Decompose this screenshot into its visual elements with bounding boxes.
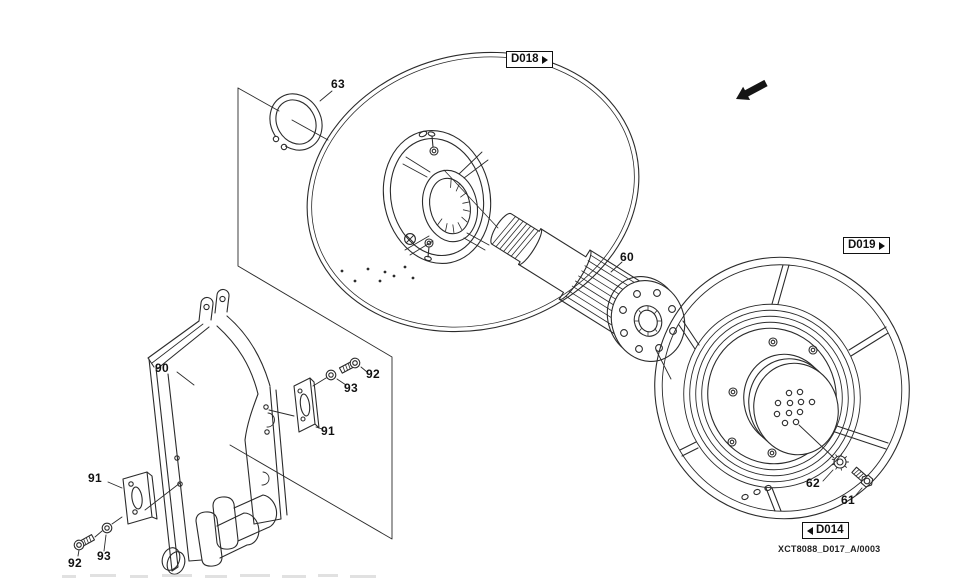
ref-box-label: D014 <box>816 524 844 536</box>
snap-ring-63 <box>269 90 333 151</box>
flywheel-disc <box>306 51 640 333</box>
part-number-label: 91 <box>88 471 102 485</box>
disc-face-dots <box>340 265 415 283</box>
ref-box-D014[interactable]: D014 <box>802 522 849 539</box>
reference-plane-outline <box>229 87 393 540</box>
part-number-label: 62 <box>806 476 820 490</box>
leader-61 <box>855 487 863 496</box>
leader-90 <box>176 371 195 386</box>
ref-box-D019[interactable]: D019 <box>843 237 890 254</box>
spline-bore-hatch <box>437 179 470 234</box>
part-number-label: 91 <box>321 424 335 438</box>
right-triangle-icon <box>878 241 885 250</box>
fan-wheel <box>654 256 910 520</box>
ref-box-D018[interactable]: D018 <box>506 51 553 68</box>
leaders-91-92-93-left <box>77 481 181 557</box>
leaders-91-92-93-right <box>268 366 368 430</box>
part-number-label: 61 <box>841 493 855 507</box>
figure-code: XCT8088_D017_A/0003 <box>778 544 881 554</box>
rim-holes <box>741 484 772 501</box>
part-number-label: 92 <box>366 367 380 381</box>
part-number-label: 90 <box>155 361 169 375</box>
ref-box-label: D018 <box>511 53 539 65</box>
wheel-spokes <box>678 264 889 512</box>
coupling-shaft-60 <box>490 212 686 380</box>
drum-face-holes <box>773 388 816 427</box>
hub-bolts <box>727 337 818 458</box>
part-number-label: 63 <box>331 77 345 91</box>
bolt-61 <box>851 466 874 496</box>
direction-arrow-icon <box>736 79 768 100</box>
plate-91-right-group <box>268 357 368 433</box>
pulley-grooves <box>683 303 861 489</box>
right-triangle-icon <box>541 55 548 64</box>
part-number-label: 93 <box>97 549 111 563</box>
part-number-label: 93 <box>344 381 358 395</box>
thread-hatch <box>491 216 539 260</box>
spline-ribs <box>565 255 646 331</box>
part-number-label: 60 <box>620 250 634 264</box>
plate-91-left-group <box>73 471 181 557</box>
lock-washer-62 <box>822 453 849 482</box>
ref-box-label: D019 <box>848 239 876 251</box>
leader-63 <box>319 90 333 102</box>
leader-62 <box>822 469 834 482</box>
part-number-label: 92 <box>68 556 82 570</box>
left-triangle-icon <box>807 526 813 535</box>
mounting-bracket-90 <box>147 288 288 575</box>
assembly-centerline <box>443 169 499 229</box>
scan-artifacts <box>62 574 376 578</box>
